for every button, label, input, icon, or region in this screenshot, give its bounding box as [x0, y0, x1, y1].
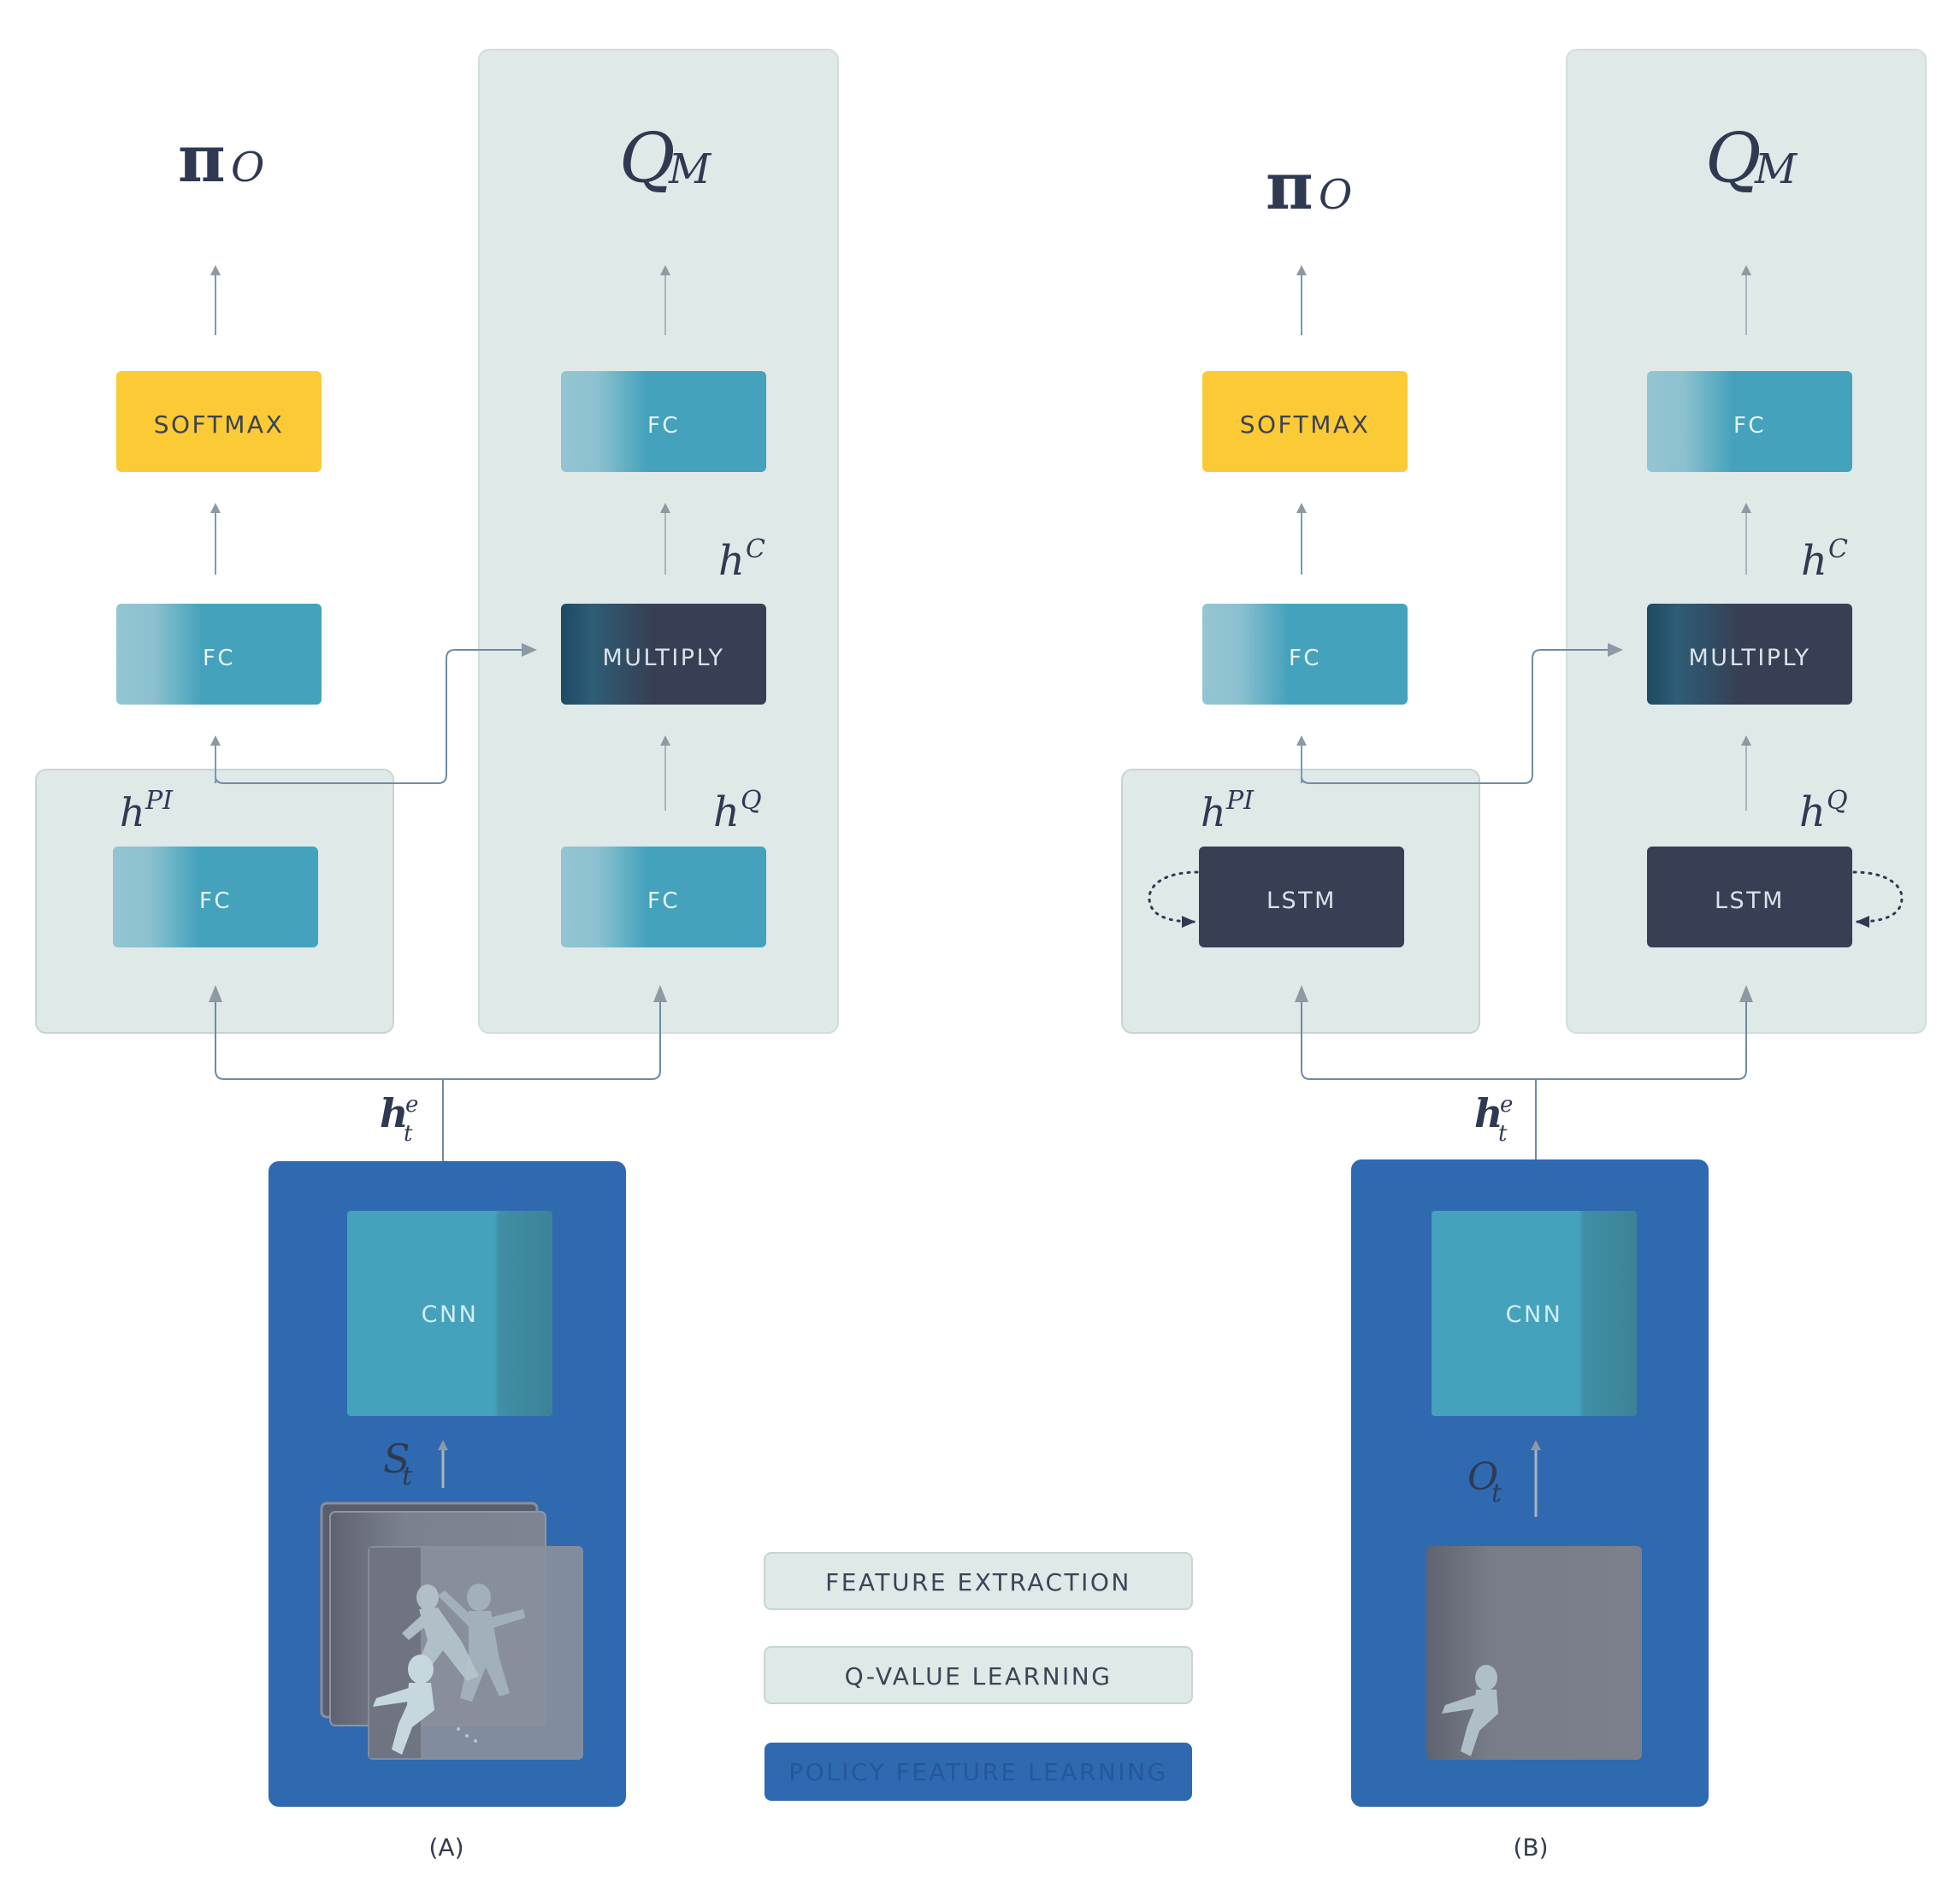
- connector-arrowhead-a: [522, 643, 537, 657]
- he-sub-a: t: [404, 1121, 413, 1147]
- connector-hpi-to-multiply-b: [1301, 649, 1609, 784]
- lstm-pi-box-b: LSTM: [1199, 847, 1404, 947]
- svg-text:FC: FC: [1733, 413, 1766, 439]
- svg-text:LSTM: LSTM: [1266, 888, 1337, 914]
- svg-text:SOFTMAX: SOFTMAX: [1240, 410, 1371, 439]
- connector-hpi-to-multiply-a: [215, 649, 523, 784]
- hq-sup-b: Q: [1827, 786, 1848, 816]
- svg-text:CNN: CNN: [422, 1301, 479, 1328]
- arrowhead-he-to-pi-a: [209, 985, 222, 1002]
- svg-text:FC: FC: [647, 413, 680, 439]
- input-symbol-a: S: [383, 1436, 410, 1482]
- hq-label-b: h: [1799, 788, 1826, 836]
- svg-text:FC: FC: [1289, 646, 1321, 671]
- arrowhead-he-to-q-a: [653, 985, 667, 1002]
- softmax-box-b: SOFTMAX: [1202, 371, 1408, 472]
- multiply-box-b: MULTIPLY: [1647, 604, 1852, 705]
- legend-feature-extraction: FEATURE EXTRACTION: [764, 1552, 1193, 1610]
- hpi-label-b: h: [1201, 789, 1226, 835]
- input-symbol-b: O: [1467, 1455, 1498, 1499]
- hpi-sup-a: PI: [145, 786, 174, 816]
- input-sub-b: t: [1491, 1478, 1502, 1508]
- fc-q-top-box-a: FC: [561, 371, 766, 472]
- svg-text:MULTIPLY: MULTIPLY: [602, 645, 724, 671]
- q-subscript-a: M: [668, 145, 712, 193]
- fc-policy-box-a: FC: [116, 604, 322, 705]
- panel-a: π O Q M SOFTMAX FC h C FC MULTIPLY: [35, 49, 839, 1861]
- policy-symbol-b: π: [1266, 148, 1314, 224]
- hc-sup-a: C: [746, 534, 765, 564]
- state-frames-image-a: [320, 1502, 583, 1760]
- softmax-box-a: SOFTMAX: [116, 371, 322, 472]
- svg-text:LSTM: LSTM: [1715, 888, 1785, 914]
- recurrent-loop-pi-b: [1148, 870, 1199, 928]
- q-symbol-a: Q: [619, 118, 676, 198]
- hc-label-b: h: [1801, 537, 1827, 585]
- q-value-region-a: [478, 49, 839, 1034]
- hc-label-a: h: [718, 537, 745, 585]
- he-label-a: h: [380, 1090, 408, 1136]
- fc-q-top-box-b: FC: [1647, 371, 1852, 472]
- fc-q-box-a: FC: [561, 847, 766, 947]
- lstm-q-box-b: LSTM: [1647, 847, 1852, 947]
- hpi-label-a: h: [120, 789, 145, 835]
- q-subscript-b: M: [1754, 145, 1798, 193]
- caption-a: (A): [428, 1833, 463, 1861]
- hq-label-a: h: [713, 788, 740, 836]
- policy-subscript-a: O: [231, 144, 264, 192]
- policy-symbol-a: π: [178, 121, 226, 197]
- svg-text:FEATURE EXTRACTION: FEATURE EXTRACTION: [825, 1568, 1131, 1596]
- connector-he-split-b: [1301, 990, 1747, 1159]
- hpi-sup-b: PI: [1225, 786, 1255, 816]
- recurrent-loop-q-b: [1852, 870, 1904, 928]
- svg-text:POLICY FEATURE LEARNING: POLICY FEATURE LEARNING: [788, 1758, 1168, 1786]
- legend: FEATURE EXTRACTION Q-VALUE LEARNING POLI…: [764, 1552, 1193, 1801]
- panel-b: π O Q M SOFTMAX FC h C FC MULTIPLY h: [1121, 49, 1927, 1861]
- svg-text:FC: FC: [199, 888, 232, 914]
- policy-subscript-b: O: [1319, 171, 1352, 219]
- legend-policy-feature-learning: POLICY FEATURE LEARNING: [765, 1743, 1192, 1801]
- legend-q-value-learning: Q-VALUE LEARNING: [764, 1646, 1193, 1704]
- arrowhead-he-to-q-b: [1739, 985, 1753, 1002]
- hc-sup-b: C: [1828, 534, 1848, 564]
- he-label-b: h: [1474, 1090, 1502, 1136]
- svg-text:CNN: CNN: [1506, 1301, 1563, 1328]
- fc-pi-box-a: FC: [113, 847, 318, 947]
- connector-arrowhead-b: [1608, 643, 1623, 657]
- svg-text:FC: FC: [647, 888, 680, 914]
- svg-text:Q-VALUE LEARNING: Q-VALUE LEARNING: [845, 1662, 1113, 1690]
- input-sub-a: t: [402, 1461, 413, 1491]
- svg-text:SOFTMAX: SOFTMAX: [154, 410, 285, 439]
- svg-text:FC: FC: [203, 646, 235, 671]
- hq-sup-a: Q: [741, 786, 762, 816]
- q-symbol-b: Q: [1705, 118, 1762, 198]
- cnn-box-b: CNN: [1432, 1211, 1637, 1416]
- he-sup-b: e: [1500, 1092, 1513, 1118]
- connector-he-split-a: [215, 990, 661, 1161]
- observation-frame-image-b: [1426, 1546, 1642, 1760]
- svg-text:MULTIPLY: MULTIPLY: [1688, 645, 1810, 671]
- fc-policy-box-b: FC: [1202, 604, 1408, 705]
- he-sup-a: e: [405, 1092, 418, 1118]
- cnn-box-a: CNN: [347, 1211, 552, 1416]
- caption-b: (B): [1513, 1833, 1548, 1861]
- arrowhead-he-to-pi-b: [1295, 985, 1308, 1002]
- he-sub-b: t: [1498, 1121, 1508, 1147]
- multiply-box-a: MULTIPLY: [561, 604, 766, 705]
